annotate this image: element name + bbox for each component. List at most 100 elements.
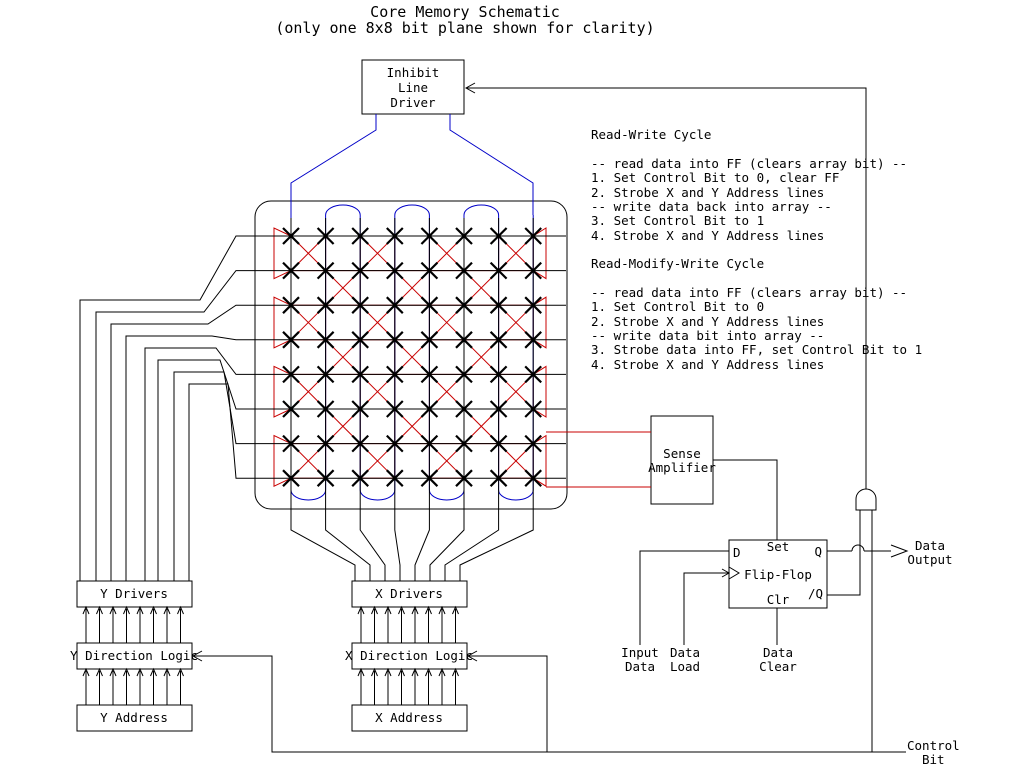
core-mark: [282, 331, 300, 349]
x-address-to-logic-arrow: [384, 667, 392, 677]
core-mark: [351, 469, 369, 487]
flip-flop-label: Flip-Flop: [744, 567, 812, 582]
core-mark: [316, 261, 335, 280]
x-address: X Address: [351, 704, 468, 732]
read-write-line: 2. Strobe X and Y Address lines: [591, 185, 824, 200]
core-mark: [455, 331, 473, 349]
data-output-arrow: [890, 544, 909, 558]
sense-amplifier-label-1: Sense: [663, 446, 701, 461]
core-mark: [316, 400, 335, 418]
core-mark: [455, 227, 473, 245]
core-mark: [455, 469, 473, 487]
core-mark: [455, 296, 473, 314]
core-mark: [420, 434, 439, 453]
diagram-subtitle: (only one 8x8 bit plane shown for clarit…: [275, 19, 654, 37]
core-mark: [489, 434, 508, 453]
x-direction-logic-label: X Direction Logic: [345, 648, 473, 663]
control-bit-wire: [193, 655, 906, 753]
y-address-to-logic-arrow: [136, 667, 144, 677]
x-address-to-logic-arrow: [425, 667, 432, 677]
core-mark: [386, 296, 404, 314]
x-driver-line: [359, 500, 386, 581]
data-output-wire: [827, 544, 891, 552]
x-logic-to-driver-arrow: [452, 605, 459, 615]
y-driver-line: [125, 335, 262, 581]
core-mark: [524, 400, 542, 418]
core-mark: [524, 227, 542, 245]
y-drivers-label: Y Drivers: [100, 586, 168, 601]
flip-flop-clock-marker: [728, 566, 740, 580]
y-address-to-logic-arrow: [123, 667, 130, 677]
y-logic-to-driver-arrow: [109, 605, 117, 615]
read-write-line: -- write data back into array --: [591, 199, 832, 214]
core-mark: [489, 400, 508, 418]
address-buses: [79, 235, 534, 705]
data-load-label-1: Data: [670, 645, 700, 660]
sense-end-loop: [532, 227, 547, 280]
x-logic-to-driver-arrow: [438, 605, 446, 615]
inhibit-feedback-arrow: [464, 82, 476, 94]
inhibit-line-driver-label-1: Inhibit: [387, 65, 440, 80]
core-mark: [351, 296, 369, 314]
x-address-to-logic-arrow: [357, 667, 365, 677]
sense-end-loop: [273, 296, 292, 349]
flip-flop: Flip-Flop D Set Q /Q Clr: [728, 539, 828, 609]
y-driver-line: [95, 270, 262, 581]
inhibit-line-right: [449, 114, 534, 215]
y-address: Y Address: [76, 704, 193, 732]
core-mark: [420, 227, 439, 245]
y-logic-to-driver-arrow: [96, 605, 103, 615]
core-mark: [282, 365, 300, 384]
read-write-line: 4. Strobe X and Y Address lines: [591, 228, 824, 243]
y-logic-to-driver-arrow: [136, 605, 144, 615]
y-logic-to-driver-arrow: [82, 605, 90, 615]
core-mark: [524, 331, 542, 349]
read-modify-write-line: -- write data bit into array --: [591, 328, 824, 343]
flip-flop-q-pin: Q: [814, 544, 822, 559]
sense-end-loop: [532, 365, 547, 418]
read-write-line: -- read data into FF (clears array bit) …: [591, 156, 907, 171]
core-mark: [420, 365, 439, 384]
core-mark: [386, 365, 404, 384]
core-mark: [282, 434, 300, 453]
read-modify-write-line: 3. Strobe data into FF, set Control Bit …: [591, 342, 922, 357]
core-mark: [524, 469, 542, 487]
x-drivers: X Drivers: [351, 580, 468, 608]
x-direction-control-arrow: [466, 650, 478, 662]
core-mark: [489, 365, 508, 384]
flip-flop-d-pin: D: [733, 545, 741, 560]
core-mark: [386, 434, 404, 453]
core-mark: [386, 331, 404, 349]
x-logic-to-driver-arrow: [398, 605, 405, 615]
y-address-to-logic-arrow: [150, 667, 157, 677]
read-modify-write-line: 1. Set Control Bit to 0: [591, 299, 764, 314]
core-mark: [524, 296, 542, 314]
core-mark: [351, 261, 369, 280]
y-direction-logic-label: Y Direction Logic: [70, 648, 198, 663]
x-driver-line: [290, 500, 356, 581]
inhibit-feedback-wire: [466, 87, 867, 489]
x-driver-line: [459, 500, 534, 581]
core-mark: [282, 469, 300, 487]
x-logic-to-driver-arrow: [411, 605, 419, 615]
x-address-to-logic-arrow: [411, 667, 419, 677]
core-mark: [455, 434, 473, 453]
inhibit-line-driver-label-2: Line: [398, 80, 428, 95]
y-address-label: Y Address: [100, 710, 168, 725]
core-mark: [316, 434, 335, 453]
and-gate: [855, 488, 877, 511]
control-bit-label-1: Control: [907, 738, 960, 753]
core-mark: [316, 365, 335, 384]
flip-flop-clr-pin: Clr: [767, 592, 790, 607]
y-driver-line: [188, 383, 262, 581]
data-load-label-2: Load: [670, 659, 700, 674]
core-mark: [351, 434, 369, 453]
inhibit-line-left: [290, 114, 377, 215]
core-mark: [455, 261, 473, 280]
data-load-arrow: [721, 568, 731, 578]
y-driver-line: [79, 235, 262, 581]
core-mark: [489, 227, 508, 245]
core-mark: [386, 469, 404, 487]
sense-end-loop: [532, 296, 547, 349]
